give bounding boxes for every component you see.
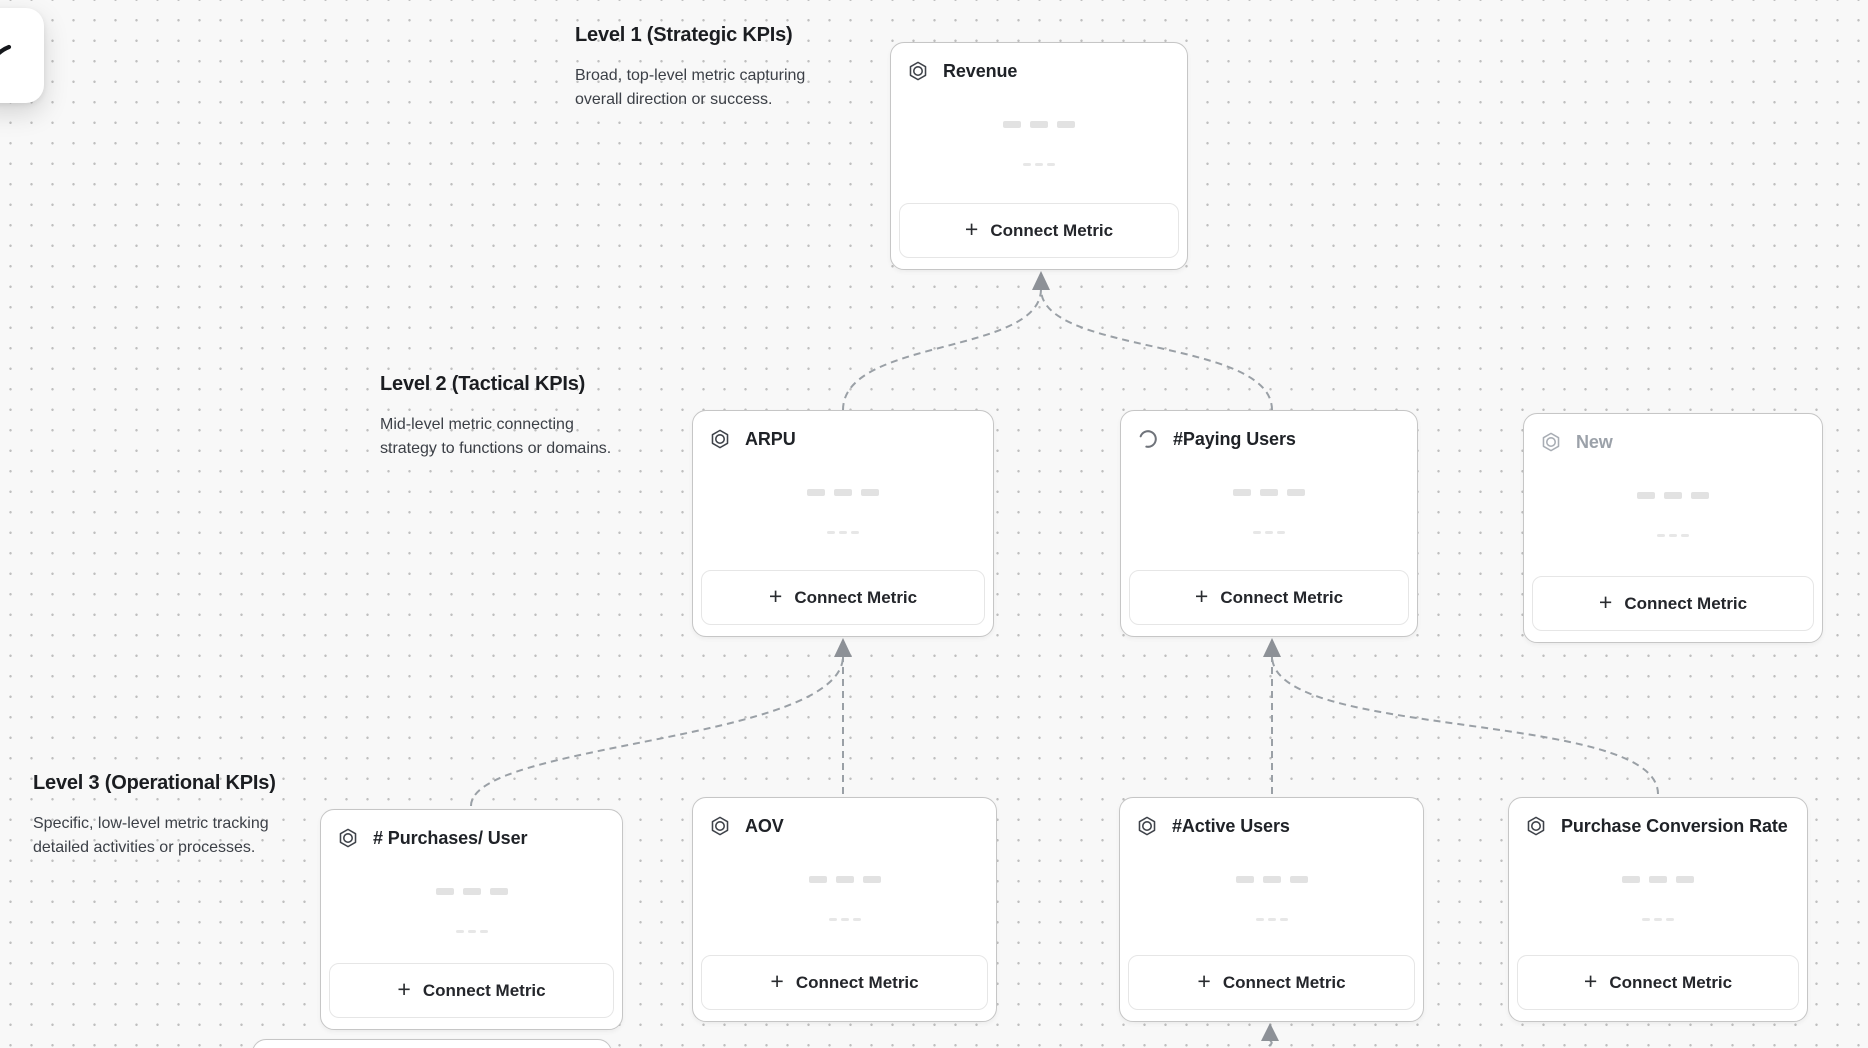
- arrowhead-into-payingusers: [1263, 638, 1281, 657]
- cursor-icon: [0, 44, 12, 55]
- connect-metric-label: Connect Metric: [422, 980, 546, 1000]
- skeleton-blocks: [891, 121, 1187, 128]
- connect-metric-button[interactable]: + Connect Metric: [701, 570, 985, 625]
- skeleton-blocks: [1524, 492, 1822, 499]
- card-header: ARPU: [693, 411, 993, 451]
- card-title: New: [1576, 431, 1613, 452]
- metric-card-active-users[interactable]: #Active Users + Connect Metric: [1119, 797, 1424, 1022]
- metric-card-purchases-per-user[interactable]: # Purchases/ User + Connect Metric: [320, 809, 623, 1030]
- level-1-header: Level 1 (Strategic KPIs) Broad, top-leve…: [575, 24, 805, 112]
- spinner-icon: [1136, 427, 1160, 451]
- card-header: Revenue: [891, 43, 1187, 83]
- edge-conversionrate-to-payingusers[interactable]: [1271, 655, 1659, 795]
- level-3-description: Specific, low-level metric tracking deta…: [33, 812, 276, 860]
- skeleton-blocks: [1120, 876, 1423, 883]
- card-title: AOV: [745, 815, 784, 836]
- card-title: ARPU: [745, 428, 796, 449]
- level-3-desc-line2: detailed activities or processes.: [33, 839, 256, 856]
- skeleton-dashes: [693, 918, 996, 921]
- plus-icon: +: [1583, 967, 1598, 994]
- hexagon-metric-icon: [708, 814, 732, 838]
- hexagon-metric-icon: [1524, 814, 1548, 838]
- level-3-header: Level 3 (Operational KPIs) Specific, low…: [33, 772, 276, 860]
- level-1-desc-line2: overall direction or success.: [575, 91, 773, 108]
- level-1-title: Level 1 (Strategic KPIs): [575, 24, 793, 46]
- card-header: #Paying Users: [1121, 411, 1417, 451]
- plus-icon: +: [768, 582, 783, 609]
- skeleton-dashes: [1509, 918, 1807, 921]
- card-header: #Active Users: [1120, 798, 1423, 838]
- level-2-header: Level 2 (Tactical KPIs) Mid-level metric…: [380, 373, 611, 461]
- edge-purchases-to-arpu[interactable]: [470, 655, 844, 807]
- hexagon-metric-icon: [1135, 814, 1159, 838]
- skeleton-dashes: [891, 163, 1187, 166]
- skeleton-blocks: [1509, 876, 1807, 883]
- card-title: Revenue: [943, 60, 1018, 81]
- edge-payingusers-to-revenue[interactable]: [1040, 288, 1273, 411]
- metric-card-aov[interactable]: AOV + Connect Metric: [692, 797, 997, 1022]
- connect-metric-button[interactable]: + Connect Metric: [701, 955, 988, 1010]
- skeleton-dashes: [1121, 531, 1417, 534]
- connect-metric-label: Connect Metric: [1609, 972, 1733, 992]
- level-3-desc-line1: Specific, low-level metric tracking: [33, 815, 269, 832]
- level-2-description: Mid-level metric connecting strategy to …: [380, 413, 611, 461]
- connect-metric-button[interactable]: + Connect Metric: [1128, 955, 1415, 1010]
- connect-metric-button[interactable]: + Connect Metric: [1532, 576, 1814, 631]
- level-2-desc-line1: Mid-level metric connecting: [380, 416, 574, 433]
- card-header: Purchase Conversion Rate: [1509, 798, 1807, 838]
- edge-arpu-to-revenue[interactable]: [842, 288, 1042, 411]
- arrowhead-into-activeusers: [1261, 1023, 1279, 1041]
- cursor-tool-button[interactable]: [0, 8, 44, 103]
- connect-metric-button[interactable]: + Connect Metric: [1517, 955, 1799, 1010]
- connect-metric-label: Connect Metric: [794, 587, 918, 607]
- skeleton-dashes: [321, 930, 622, 933]
- connect-metric-button[interactable]: + Connect Metric: [1129, 570, 1409, 625]
- connect-metric-button[interactable]: + Connect Metric: [899, 203, 1179, 258]
- connect-metric-label: Connect Metric: [1222, 972, 1346, 992]
- skeleton-dashes: [693, 531, 993, 534]
- connect-metric-label: Connect Metric: [990, 220, 1114, 240]
- skeleton-blocks: [693, 489, 993, 496]
- card-title: # Purchases/ User: [373, 827, 528, 848]
- skeleton-dashes: [1120, 918, 1423, 921]
- plus-icon: +: [964, 215, 979, 242]
- skeleton-blocks: [321, 888, 622, 895]
- plus-icon: +: [1598, 588, 1613, 615]
- card-title: Purchase Conversion Rate: [1561, 815, 1788, 836]
- arrowhead-into-revenue: [1032, 271, 1050, 290]
- plus-icon: +: [1194, 582, 1209, 609]
- level-1-desc-line1: Broad, top-level metric capturing: [575, 67, 806, 84]
- level-1-description: Broad, top-level metric capturing overal…: [575, 64, 805, 112]
- card-header: # Purchases/ User: [321, 810, 622, 850]
- connect-metric-button[interactable]: + Connect Metric: [329, 963, 614, 1018]
- metric-card-new[interactable]: New + Connect Metric: [1523, 413, 1823, 643]
- connect-metric-label: Connect Metric: [1220, 587, 1344, 607]
- card-title: #Paying Users: [1173, 428, 1296, 449]
- card-title: #Active Users: [1172, 815, 1290, 836]
- arrowhead-into-arpu: [834, 638, 852, 657]
- skeleton-dashes: [1524, 534, 1822, 537]
- card-header: New: [1524, 414, 1822, 454]
- metric-card-revenue[interactable]: Revenue + Connect Metric: [890, 42, 1188, 270]
- hexagon-metric-icon: [1539, 430, 1563, 454]
- skeleton-blocks: [693, 876, 996, 883]
- hexagon-metric-icon: [906, 59, 930, 83]
- connect-metric-label: Connect Metric: [795, 972, 919, 992]
- plus-icon: +: [1197, 967, 1211, 994]
- edge-offscreen-to-activeusers[interactable]: [1267, 1040, 1273, 1048]
- level-2-title: Level 2 (Tactical KPIs): [380, 373, 586, 395]
- hexagon-metric-icon: [708, 427, 732, 451]
- level-2-desc-line2: strategy to functions or domains.: [380, 440, 612, 457]
- metric-card-partial-offscreen[interactable]: [252, 1039, 612, 1048]
- skeleton-blocks: [1121, 489, 1417, 496]
- metric-card-arpu[interactable]: ARPU + Connect Metric: [692, 410, 994, 637]
- level-3-title: Level 3 (Operational KPIs): [33, 772, 276, 794]
- card-header: AOV: [693, 798, 996, 838]
- plus-icon: +: [397, 975, 411, 1002]
- plus-icon: +: [770, 967, 784, 994]
- metric-card-purchase-conversion-rate[interactable]: Purchase Conversion Rate + Connect Metri…: [1508, 797, 1808, 1022]
- connect-metric-label: Connect Metric: [1624, 593, 1748, 613]
- hexagon-metric-icon: [336, 826, 360, 850]
- metric-card-paying-users[interactable]: #Paying Users + Connect Metric: [1120, 410, 1418, 637]
